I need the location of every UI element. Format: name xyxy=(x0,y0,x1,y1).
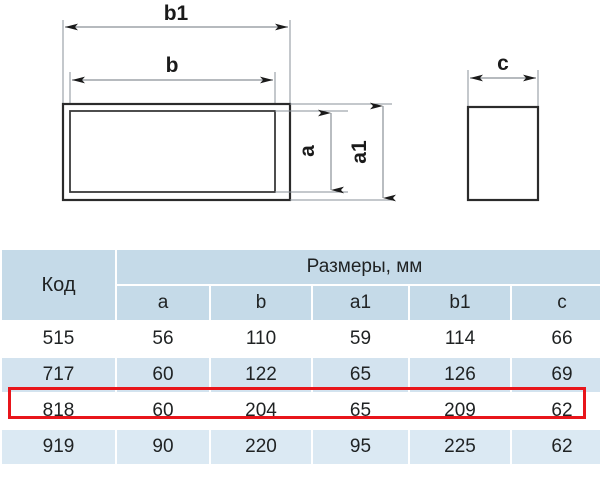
table-header-a1: a1 xyxy=(313,286,408,320)
side-view-rect xyxy=(466,105,540,202)
cell-a: 90 xyxy=(117,430,209,464)
table-header-sizes-group: Размеры, мм xyxy=(117,250,600,284)
technical-drawing: b1 b a a1 c xyxy=(0,0,600,240)
table-header-a: a xyxy=(117,286,209,320)
table-header-b: b xyxy=(211,286,311,320)
table-row[interactable]: 818 60 204 65 209 62 xyxy=(2,394,600,428)
table-row[interactable]: 919 90 220 95 225 62 xyxy=(2,430,600,464)
cell-a1: 65 xyxy=(313,358,408,392)
dimension-label-c: c xyxy=(497,52,509,75)
front-inner-rect xyxy=(69,110,276,193)
table-body: 515 56 110 59 114 66 717 60 122 65 126 6… xyxy=(2,322,600,464)
cell-c: 62 xyxy=(512,394,600,428)
dimension-label-a1: a1 xyxy=(348,140,371,164)
table-header-code: Код xyxy=(2,250,115,320)
cell-b1: 114 xyxy=(410,322,510,356)
cell-a: 60 xyxy=(117,394,209,428)
table-row[interactable]: 515 56 110 59 114 66 xyxy=(2,322,600,356)
table-header-b1: b1 xyxy=(410,286,510,320)
dimension-label-b: b xyxy=(166,54,179,77)
table-header-c: c xyxy=(512,286,600,320)
cell-a: 56 xyxy=(117,322,209,356)
cell-code: 818 xyxy=(2,394,115,428)
dimension-label-b1: b1 xyxy=(164,2,189,25)
cell-a: 60 xyxy=(117,358,209,392)
dimensions-table-container: Код Размеры, мм a b a1 b1 c 515 56 110 5… xyxy=(0,248,600,500)
drawing-svg: b1 b a a1 c xyxy=(61,2,540,202)
cell-b: 110 xyxy=(211,322,311,356)
cell-b1: 126 xyxy=(410,358,510,392)
table-head: Код Размеры, мм a b a1 b1 c xyxy=(2,250,600,320)
cell-b1: 209 xyxy=(410,394,510,428)
dimensions-table: Код Размеры, мм a b a1 b1 c 515 56 110 5… xyxy=(0,248,600,466)
cell-c: 62 xyxy=(512,430,600,464)
cell-a1: 95 xyxy=(313,430,408,464)
front-view-group: b1 b a a1 xyxy=(61,2,396,202)
cell-a1: 59 xyxy=(313,322,408,356)
cell-b: 204 xyxy=(211,394,311,428)
cell-c: 69 xyxy=(512,358,600,392)
side-view-group: c xyxy=(466,52,540,202)
cell-b: 122 xyxy=(211,358,311,392)
cell-code: 717 xyxy=(2,358,115,392)
cell-a1: 65 xyxy=(313,394,408,428)
cell-b: 220 xyxy=(211,430,311,464)
cell-b1: 225 xyxy=(410,430,510,464)
dimension-label-a: a xyxy=(296,145,319,157)
cell-code: 515 xyxy=(2,322,115,356)
cell-c: 66 xyxy=(512,322,600,356)
table-header-row-2: a b a1 b1 c xyxy=(2,286,600,320)
table-row[interactable]: 717 60 122 65 126 69 xyxy=(2,358,600,392)
table-header-row-1: Код Размеры, мм xyxy=(2,250,600,320)
cell-code: 919 xyxy=(2,430,115,464)
